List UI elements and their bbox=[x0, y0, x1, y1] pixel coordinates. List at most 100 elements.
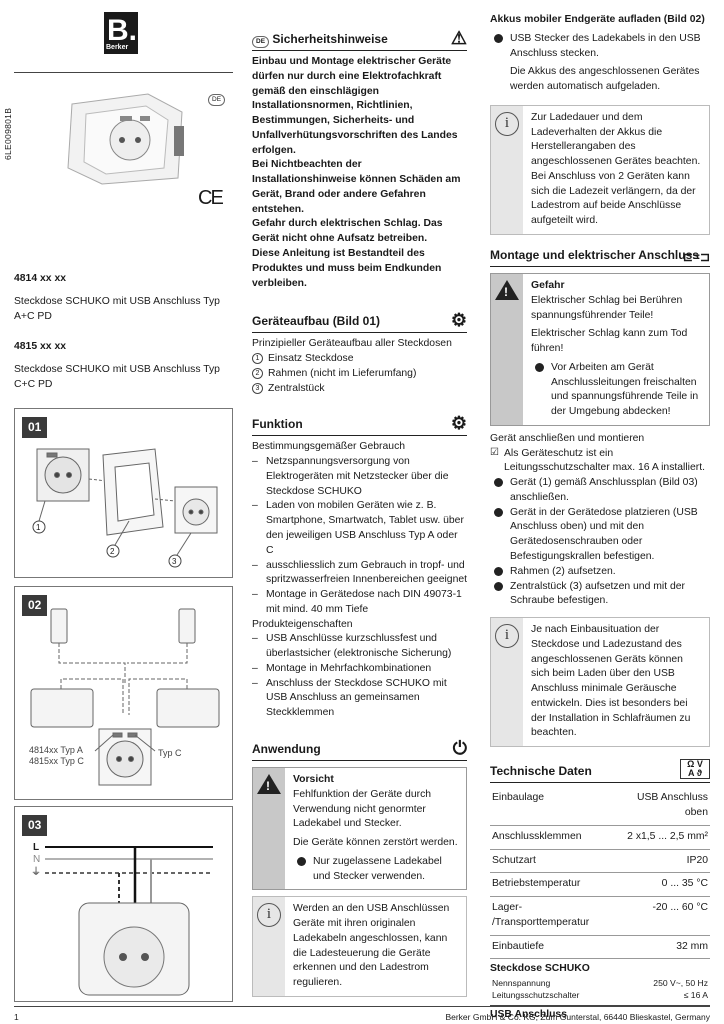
warning-triangle-icon bbox=[257, 773, 281, 795]
list-item: Laden von mobilen Geräten wie z. B. Smar… bbox=[252, 499, 467, 558]
product-photo bbox=[67, 93, 184, 185]
page-number: 1 bbox=[14, 1012, 19, 1022]
structure-heading: Geräteaufbau (Bild 01) ⚙ bbox=[252, 310, 467, 334]
product-number: 4815 xx xx bbox=[14, 341, 67, 353]
safety-paragraph: Diese Anleitung ist Bestandteil des Prod… bbox=[252, 247, 442, 289]
schuko-title: Steckdose SCHUKO bbox=[490, 963, 590, 975]
label-type-a: 4814xx Typ A bbox=[29, 745, 83, 755]
language-badge: DE bbox=[252, 36, 270, 48]
language-badge: DE bbox=[208, 94, 226, 106]
charging-title: Akkus mobiler Endgeräte aufladen (Bild 0… bbox=[490, 14, 705, 25]
info-text: Werden an den USB Anschlüssen Geräte mit… bbox=[293, 903, 450, 989]
list-item: Anschluss der Steckdose SCHUKO mit USB A… bbox=[252, 677, 467, 721]
table-value: -20 ... 60 °C bbox=[618, 896, 710, 936]
charging-note: Die Akkus des angeschlossenen Gerätes we… bbox=[510, 66, 700, 93]
tech-title: Technische Daten bbox=[490, 764, 592, 779]
product-name: Steckdose SCHUKO mit USB Anschluss Typ C… bbox=[14, 364, 220, 390]
warning-triangle-icon bbox=[495, 279, 519, 301]
table-row: Nennspannung 250 V~, 50 Hz bbox=[490, 977, 710, 989]
table-value: ≤ 16 A bbox=[683, 990, 708, 1001]
mounting-heading: Montage und elektrischer Anschluss ⊏=⊐ bbox=[490, 247, 710, 267]
tech-heading: Technische Daten Ω V A ϑ bbox=[490, 759, 710, 784]
table-key: Anschlussklemmen bbox=[490, 825, 619, 850]
info-text: Je nach Einbausituation der Steckdose un… bbox=[531, 624, 691, 739]
list-item: Vor Arbeiten am Gerät Anschlussleitungen… bbox=[531, 361, 703, 420]
figure-tag: 02 bbox=[22, 595, 48, 617]
table-key: Nennspannung bbox=[492, 978, 551, 989]
middle-column: DE Sicherheitshinweise ⚠ Einbau und Mont… bbox=[252, 28, 467, 1003]
safety-heading: DE Sicherheitshinweise ⚠ bbox=[252, 28, 467, 52]
list-item: Gerät in der Gerätedose platzieren (USB … bbox=[490, 506, 710, 565]
table-key: Leitungsschutzschalter bbox=[492, 990, 580, 1001]
network-nodes-icon: ⚙ bbox=[450, 310, 467, 331]
table-key: Einbautiefe bbox=[490, 935, 619, 960]
list-item: Gerät (1) gemäß Anschlussplan (Bild 03) … bbox=[490, 476, 710, 506]
item-number: 3 bbox=[252, 382, 263, 394]
caution-text: Die Geräte können zerstört werden. bbox=[293, 837, 458, 849]
list-item: USB Stecker des Ladekabels in den USB An… bbox=[490, 32, 710, 62]
list-item: Nur zugelassene Ladekabel und Stecker ve… bbox=[293, 855, 460, 885]
table-key: Betriebstemperatur bbox=[490, 872, 619, 898]
logo-name: Berker bbox=[106, 44, 129, 52]
cable-connector-icon: ⊏=⊐ bbox=[682, 249, 710, 264]
item-text: Einsatz Steckdose bbox=[268, 353, 354, 365]
list-item: Rahmen (2) aufsetzen. bbox=[490, 565, 710, 580]
structure-title: Geräteaufbau (Bild 01) bbox=[252, 314, 381, 329]
footer: 1 Berker GmbH & Co. KG, Zum Gunterstal, … bbox=[14, 1011, 710, 1023]
schuko-table: Nennspannung 250 V~, 50 Hz Leitungsschutz… bbox=[490, 977, 710, 1001]
list-item: ausschliesslich zum Gebrauch in tropf- u… bbox=[252, 559, 467, 589]
callout-2: 2 bbox=[110, 547, 115, 556]
table-value: 32 mm bbox=[618, 935, 710, 960]
info-text: Zur Ladedauer und dem Ladeverhalten der … bbox=[531, 111, 701, 168]
function-title: Funktion bbox=[252, 417, 303, 432]
berker-logo: B. Berker bbox=[104, 12, 138, 54]
info-icon: i bbox=[495, 111, 519, 136]
figure-tag: 03 bbox=[22, 815, 48, 837]
figure-02: 02 4814xx Typ A 4815xx Typ C Typ C bbox=[14, 586, 233, 800]
caution-text: Fehlfunktion der Geräte durch Verwendung… bbox=[293, 788, 432, 830]
label-type-c: 4815xx Typ C bbox=[29, 756, 84, 766]
product-name: Steckdose SCHUKO mit USB Anschluss Typ A… bbox=[14, 295, 220, 322]
danger-text: Elektrischer Schlag bei Berühren spannun… bbox=[531, 294, 683, 321]
footer-divider bbox=[14, 1006, 710, 1007]
usb-title: USB Anschluss bbox=[490, 1008, 567, 1020]
units-icon: Ω V A ϑ bbox=[680, 759, 710, 780]
company-address: Berker GmbH & Co. KG, Zum Gunterstal, 66… bbox=[445, 1012, 710, 1022]
plug-icon: ⏻ bbox=[452, 737, 467, 758]
figure-03: 03 L N ⏚ bbox=[14, 806, 233, 1002]
wire-l: L bbox=[33, 842, 40, 853]
danger-box: Gefahr Elektrischer Schlag bei Berühren … bbox=[490, 272, 710, 426]
safety-paragraph: Gefahr durch elektrischen Schlag. Das Ge… bbox=[252, 218, 443, 245]
table-value: IP20 bbox=[618, 849, 710, 874]
figure-01: 01 1 2 3 bbox=[14, 408, 233, 578]
function-subtitle: Bestimmungsgemäßer Gebrauch bbox=[252, 441, 406, 453]
divider bbox=[14, 72, 233, 73]
list-item: Netzspannungsversorgung von Elektrogerät… bbox=[252, 455, 467, 499]
info-box: i Je nach Einbausituation der Steckdose … bbox=[490, 617, 710, 748]
product-list: 4814 xx xx Steckdose SCHUKO mit USB Ansc… bbox=[14, 272, 233, 393]
info-icon: i bbox=[495, 624, 519, 649]
caution-title: Vorsicht bbox=[293, 773, 334, 785]
table-value: USB Anschluss oben bbox=[618, 787, 710, 826]
function-heading: Funktion ⚙ bbox=[252, 414, 467, 437]
table-row: Leitungsschutzschalter ≤ 16 A bbox=[490, 989, 710, 1001]
list-item: 3 Zentralstück bbox=[252, 382, 467, 397]
divider bbox=[490, 1004, 710, 1006]
table-value: 250 V~, 50 Hz bbox=[653, 978, 708, 989]
table-row: Lager- /Transporttemperatur-20 ... 60 °C bbox=[490, 896, 710, 936]
wire-pe: ⏚ bbox=[31, 867, 41, 878]
list-item: Montage in Gerätedose nach DIN 49073-1 m… bbox=[252, 588, 467, 618]
item-text: Zentralstück bbox=[268, 382, 325, 394]
warning-people-icon: ⚠ bbox=[450, 28, 467, 49]
safety-title: Sicherheitshinweise bbox=[272, 32, 388, 46]
table-value: 2 x1,5 ... 2,5 mm² bbox=[618, 825, 710, 850]
mounting-title: Montage und elektrischer Anschluss bbox=[490, 247, 699, 262]
item-text: Rahmen (nicht im Lieferumfang) bbox=[268, 367, 417, 379]
